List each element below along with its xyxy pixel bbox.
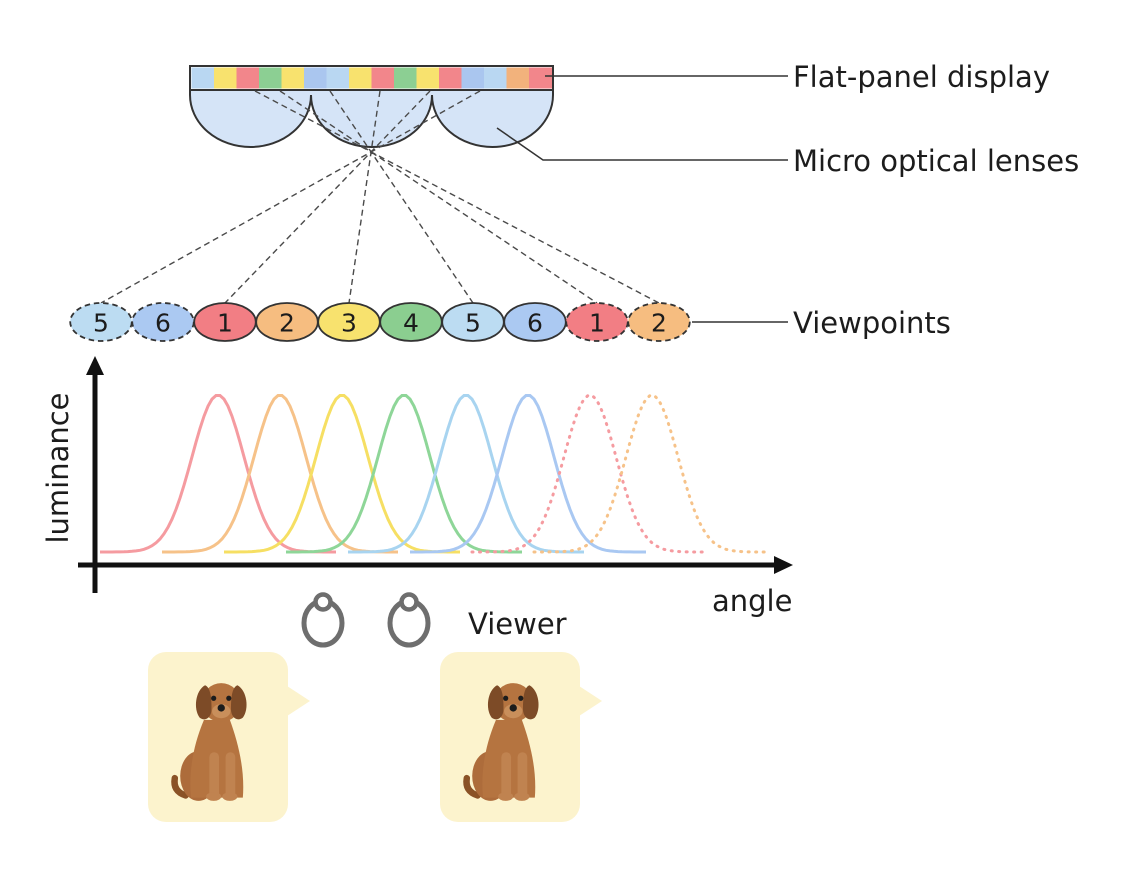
projection-line (254, 90, 660, 304)
leader-lines (496, 75, 788, 323)
viewpoint-1: 1 (193, 302, 257, 342)
viewpoint-2: 2 (627, 302, 691, 342)
projection-line (329, 90, 474, 304)
lens-array-shape (189, 89, 554, 148)
display-segment (506, 67, 530, 89)
viewpoint-1: 1 (565, 302, 629, 342)
viewpoint-3: 3 (317, 302, 381, 342)
viewpoint-6: 6 (503, 302, 567, 342)
viewpoint-number: 2 (279, 309, 295, 338)
viewpoint-number: 5 (93, 309, 109, 338)
luminance-curve-2 (532, 394, 772, 554)
viewpoint-number: 4 (403, 309, 419, 338)
x-axis-arrow-icon (774, 556, 793, 574)
viewpoint-5: 5 (69, 302, 133, 342)
leader-lenses (496, 127, 788, 161)
display-segment (214, 67, 238, 89)
display-segment (304, 67, 328, 89)
display-segment (439, 67, 463, 89)
viewpoint-5: 5 (441, 302, 505, 342)
viewpoint-number: 6 (155, 309, 171, 338)
display-segment (484, 67, 508, 89)
viewpoint-number: 2 (651, 309, 667, 338)
speech-tail (576, 684, 602, 718)
x-axis-label: angle (712, 584, 792, 618)
display-segment (281, 67, 305, 89)
viewpoint-2: 2 (255, 302, 319, 342)
display-segment (349, 67, 373, 89)
viewpoint-number: 6 (527, 309, 543, 338)
luminance-graph: luminance angle (41, 356, 793, 618)
speech-card-left (148, 652, 310, 822)
y-axis-label: luminance (41, 392, 75, 543)
display-segment (259, 67, 283, 89)
display-segment (529, 67, 553, 89)
display-segment (236, 67, 260, 89)
viewpoint-6: 6 (131, 302, 195, 342)
viewpoint-number: 3 (341, 309, 357, 338)
speech-card-right (440, 652, 602, 822)
luminance-curve-4 (286, 394, 522, 554)
projection-line (100, 90, 481, 304)
viewpoint-4: 4 (379, 302, 443, 342)
speech-tail (284, 684, 310, 718)
display-segment (371, 67, 395, 89)
projection-lines (100, 90, 660, 304)
luminance-curve-1 (470, 394, 710, 554)
display-segment (191, 67, 215, 89)
display-segment (461, 67, 485, 89)
flat-panel-display-label: Flat-panel display (793, 60, 1050, 94)
luminance-curves (100, 394, 772, 554)
viewpoints-label: Viewpoints (793, 306, 951, 340)
display-outline (189, 65, 554, 91)
projection-line (348, 90, 381, 304)
projection-line (279, 90, 598, 304)
viewpoint-number: 5 (465, 309, 481, 338)
projection-line (224, 90, 431, 304)
display-segment (326, 67, 350, 89)
eye-pupil-icon (313, 592, 333, 612)
luminance-curve-3 (224, 394, 460, 554)
flat-panel-display-bar (191, 67, 553, 89)
luminance-curve-1 (100, 394, 336, 554)
luminance-curve-2 (162, 394, 398, 554)
micro-optical-lenses (189, 89, 554, 148)
viewpoint-number: 1 (217, 309, 233, 338)
viewpoint-number: 1 (589, 309, 605, 338)
micro-optical-lenses-label: Micro optical lenses (793, 144, 1079, 178)
viewer-eyes (301, 592, 431, 648)
viewer-label: Viewer (468, 607, 567, 641)
display-segment (394, 67, 418, 89)
luminance-curve-6 (410, 394, 646, 554)
luminance-curve-5 (348, 394, 584, 554)
viewpoints-row: 5 6 1 2 3 4 5 6 1 2 (69, 302, 691, 342)
display-segment (416, 67, 440, 89)
y-axis-arrow-icon (86, 356, 104, 375)
eye-pupil-icon (399, 592, 419, 612)
